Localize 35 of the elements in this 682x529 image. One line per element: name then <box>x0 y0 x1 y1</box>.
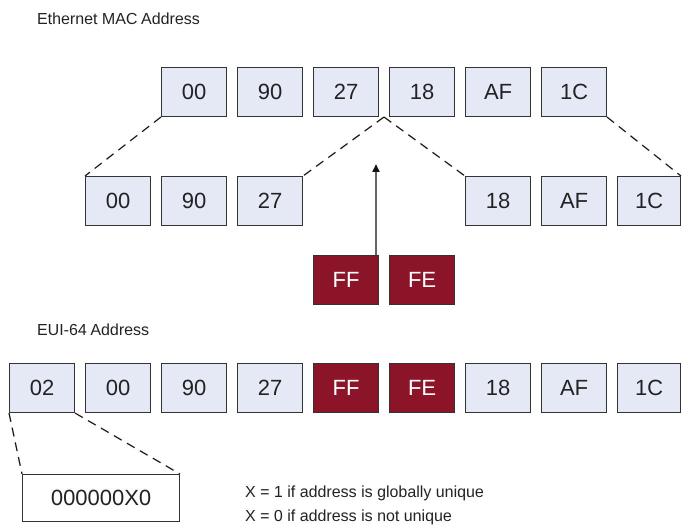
byte-box: 18 <box>465 176 531 226</box>
byte-box: 27 <box>237 363 303 413</box>
byte-box: 1C <box>541 67 607 117</box>
byte-box: 02 <box>9 363 75 413</box>
byte-box: 18 <box>389 67 455 117</box>
byte-box: 00 <box>85 363 151 413</box>
dashed-connector <box>84 116 162 177</box>
section-heading: Ethernet MAC Address <box>37 11 200 29</box>
byte-box: FF <box>313 363 379 413</box>
byte-box: AF <box>465 67 531 117</box>
dashed-connector <box>606 116 682 176</box>
byte-box: FF <box>313 255 379 305</box>
byte-box: 27 <box>237 176 303 226</box>
note-text: X = 1 if address is globally unique <box>245 484 484 502</box>
dashed-connector <box>384 116 466 177</box>
byte-box: 00 <box>85 176 151 226</box>
byte-box: 18 <box>465 363 531 413</box>
byte-box: 90 <box>161 363 227 413</box>
bit-field-box: 000000X0 <box>22 474 180 522</box>
byte-box: 27 <box>313 67 379 117</box>
byte-box: AF <box>541 176 607 226</box>
byte-box: 90 <box>237 67 303 117</box>
dashed-connector <box>8 412 23 474</box>
note-text: X = 0 if address is not unique <box>245 508 452 526</box>
byte-box: AF <box>541 363 607 413</box>
byte-box: FE <box>389 363 455 413</box>
byte-box: 00 <box>161 67 227 117</box>
dashed-connector <box>74 412 180 475</box>
byte-box: 90 <box>161 176 227 226</box>
dashed-connector <box>302 116 384 177</box>
byte-box: 1C <box>617 176 681 226</box>
section-heading: EUI-64 Address <box>37 322 150 340</box>
byte-box: FE <box>389 255 455 305</box>
arrow <box>372 164 380 255</box>
byte-box: 1C <box>617 363 681 413</box>
